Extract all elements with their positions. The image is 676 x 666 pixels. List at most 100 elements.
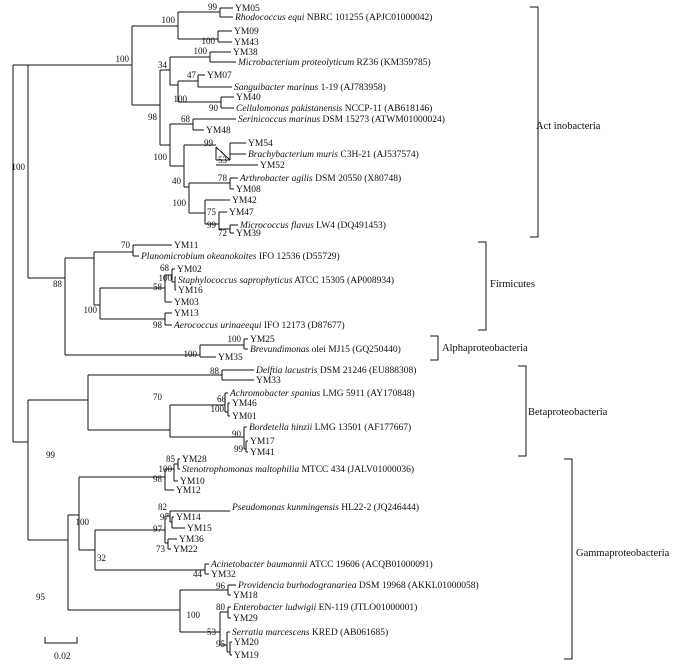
group-label-firmicutes: Firmicutes xyxy=(490,279,535,290)
bootstrap-value: 99 xyxy=(234,444,244,454)
leaf-label: Stenotrophomonas maltophilia MTCC 434 (J… xyxy=(182,464,414,475)
bootstrap-value: 88 xyxy=(53,279,63,289)
group-label-gammaproteobacteria: Gammaproteobacteria xyxy=(576,548,670,559)
bootstrap-value: 66 xyxy=(217,394,227,404)
bootstrap-value: 96 xyxy=(216,581,226,591)
leaf-label: YM03 xyxy=(174,298,199,308)
bootstrap-value: 95 xyxy=(36,592,46,602)
leaf-label: Providencia burhodogranariea DSM 19968 (… xyxy=(237,580,479,591)
leaf-label: YM02 xyxy=(177,265,202,275)
firmicutes-bracket xyxy=(478,241,487,331)
leaf-label: YM47 xyxy=(229,208,254,218)
leaf-label: YM54 xyxy=(248,139,273,149)
leaf-label: YM42 xyxy=(232,196,257,206)
bootstrap-values: 99 100 100 100 34 100 47 100 90 98 68 99… xyxy=(12,2,244,649)
leaf-label: Cellulomonas pakistanensis NCCP-11 (AB61… xyxy=(236,103,432,114)
bootstrap-value: 98 xyxy=(153,320,163,330)
leaf-label: Brachybacterium muris C3H-21 (AJ537574) xyxy=(248,149,419,160)
leaf-label: Serratia marcescens KRED (AB061685) xyxy=(232,627,388,638)
leaf-label: YM10 xyxy=(180,477,205,487)
leaf-label: YM18 xyxy=(233,591,258,601)
leaf-label: YM40 xyxy=(236,93,261,103)
bootstrap-value: 32 xyxy=(97,553,106,563)
bootstrap-value: 100 xyxy=(194,46,208,56)
leaf-label: YM17 xyxy=(250,437,275,447)
bootstrap-value: 90 xyxy=(232,429,242,439)
bootstrap-value: 100 xyxy=(159,464,173,474)
bootstrap-value: 68 xyxy=(160,263,170,273)
gammaproteobacteria-bracket xyxy=(564,458,573,660)
scale-bar-label: 0.02 xyxy=(54,652,71,662)
bootstrap-value: 47 xyxy=(187,70,197,80)
bootstrap-value: 75 xyxy=(207,207,217,217)
bootstrap-value: 82 xyxy=(158,502,167,512)
leaf-label: Brevundimonas olei MJ15 (GQ250440) xyxy=(250,344,401,355)
bootstrap-value: 58 xyxy=(153,282,163,292)
leaf-label: YM48 xyxy=(206,126,231,136)
bootstrap-value: 100 xyxy=(159,273,173,283)
leaf-label: YM33 xyxy=(256,376,281,386)
bootstrap-value: 34 xyxy=(158,60,168,70)
leaf-label: Aerococcus urinaeequi IFO 12173 (D87677) xyxy=(173,320,345,331)
bootstrap-value: 100 xyxy=(84,305,98,315)
bootstrap-value: 53 xyxy=(218,155,228,165)
leaf-label: YM22 xyxy=(173,545,198,555)
leaf-label: YM11 xyxy=(174,241,199,251)
leaf-label: Rhodococcus equi NBRC 101255 (APJC010000… xyxy=(234,12,432,23)
leaf-label: YM07 xyxy=(207,71,232,81)
bootstrap-value: 100 xyxy=(211,404,225,414)
bootstrap-value: 53 xyxy=(207,627,217,637)
leaf-label: YM14 xyxy=(176,513,201,523)
group-brackets: Act inobacteria Firmicutes Alphaproteoba… xyxy=(430,6,670,660)
bootstrap-value: 70 xyxy=(121,240,131,250)
bootstrap-value: 90 xyxy=(209,103,219,113)
betaproteobacteria-bracket xyxy=(518,365,527,457)
bootstrap-value: 99 xyxy=(207,220,217,230)
scale-bar-line xyxy=(44,637,78,644)
leaf-label: Delftia lacustris DSM 21246 (EU888308) xyxy=(255,365,416,376)
leaf-label: Staphylococcus saprophyticus ATCC 15305 … xyxy=(178,275,394,286)
bootstrap-value: 44 xyxy=(193,569,203,579)
group-label-alphaproteobacteria: Alphaproteobacteria xyxy=(442,343,528,354)
group-label-actinobacteria: Act inobacteria xyxy=(536,121,601,132)
leaf-label: YM46 xyxy=(232,399,257,409)
leaf-label: YM01 xyxy=(232,412,257,422)
leaf-label: YM38 xyxy=(233,48,258,58)
leaf-label: YM19 xyxy=(234,651,259,661)
leaf-label: YM35 xyxy=(218,353,243,363)
leaf-label: Acinetobacter baumannii ATCC 19606 (ACQB… xyxy=(210,559,433,570)
bootstrap-value: 98 xyxy=(148,112,158,122)
bootstrap-value: 99 xyxy=(208,2,218,12)
leaf-label: YM15 xyxy=(187,524,212,534)
leaf-label: Pseudomonas kunmingensis HL22-2 (JQ24644… xyxy=(231,502,419,513)
leaf-label: Planomicrobium okeanokoites IFO 12536 (D… xyxy=(140,251,340,262)
leaf-label: YM39 xyxy=(236,229,261,239)
bootstrap-value: 100 xyxy=(116,54,130,64)
bootstrap-value: 98 xyxy=(153,474,163,484)
tree-branches xyxy=(12,7,258,656)
bootstrap-value: 95 xyxy=(216,639,226,649)
leaf-label: YM29 xyxy=(233,614,258,624)
actinobacteria-bracket xyxy=(530,6,539,238)
leaf-label: Microbacterium proteolyticum RZ36 (KM359… xyxy=(237,57,431,68)
leaf-labels: YM05 Rhodococcus equi NBRC 101255 (APJC0… xyxy=(140,4,479,661)
bootstrap-value: 100 xyxy=(154,152,168,162)
leaf-label: YM13 xyxy=(174,309,199,319)
bootstrap-value: 85 xyxy=(166,454,176,464)
leaf-label: YM52 xyxy=(260,161,285,171)
group-label-betaproteobacteria: Betaproteobacteria xyxy=(528,407,608,418)
bootstrap-value: 100 xyxy=(76,517,90,527)
bootstrap-value: 78 xyxy=(218,173,228,183)
bootstrap-value: 100 xyxy=(173,198,187,208)
bootstrap-value: 100 xyxy=(184,349,198,359)
leaf-label: Serinicoccus marinus DSM 15273 (ATWM0100… xyxy=(238,114,445,125)
leaf-label: YM20 xyxy=(234,638,259,648)
bootstrap-value: 88 xyxy=(210,366,220,376)
leaf-label: YM12 xyxy=(176,486,201,496)
leaf-label: Enterobacter ludwigii EN-119 (JTLO010000… xyxy=(232,602,417,613)
bootstrap-value: 73 xyxy=(156,544,166,554)
leaf-label: YM09 xyxy=(234,27,259,37)
bootstrap-value: 70 xyxy=(153,392,163,402)
bootstrap-value: 72 xyxy=(218,228,227,238)
bootstrap-value: 97 xyxy=(160,512,170,522)
